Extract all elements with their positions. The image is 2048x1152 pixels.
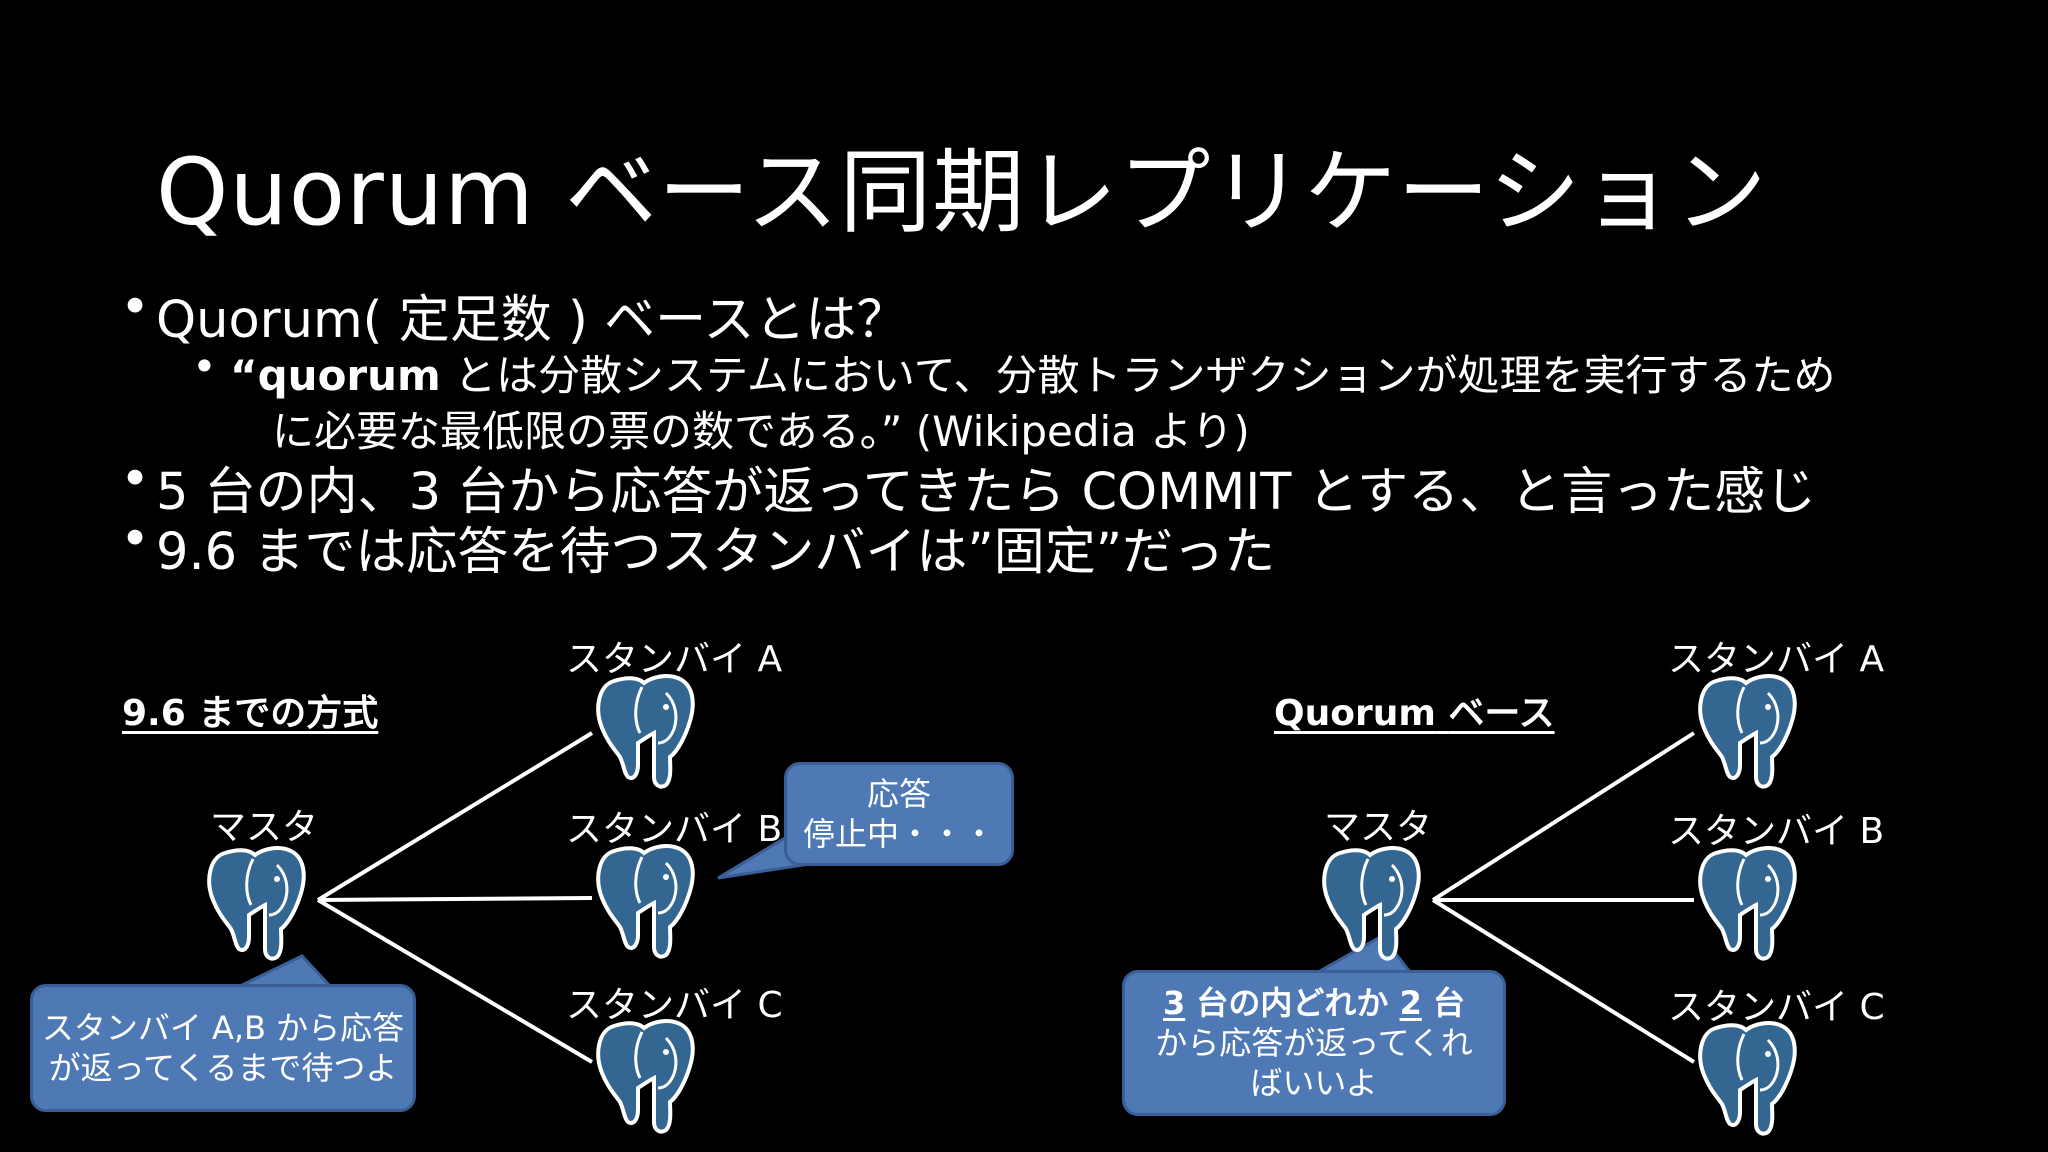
callout-line: から応答が返ってくれ [1155, 1024, 1473, 1062]
callout-response-stopped: 応答 停止中・・・ [784, 762, 1014, 866]
bullet-text: 5 台の内、3 台から応答が返ってきたら COMMIT とする、と言った感じ [156, 463, 1817, 522]
callout-end: 台 [1421, 984, 1465, 1022]
postgresql-elephant-icon [1322, 846, 1421, 961]
standby-c-label: スタンバイ C [566, 985, 783, 1026]
postgresql-elephant-icon [596, 1019, 695, 1134]
standby-b-label: スタンバイ B [566, 809, 783, 850]
bullet-fixed-standby: • 9.6 までは応答を待つスタンバイは”固定”だった [120, 510, 1276, 584]
postgresql-elephant-icon [596, 844, 695, 959]
bullet-text: Quorum( 定足数 ) ベースとは？ [156, 291, 908, 350]
callout-line: ばいいよ [1250, 1064, 1378, 1102]
bullet-commit-example: • 5 台の内、3 台から応答が返ってきたら COMMIT とする、と言った感じ [120, 450, 1817, 524]
callout-line: 3 台の内どれか 2 台 [1125, 983, 1503, 1023]
sub-bullet-wikipedia-quote: • “quorum とは分散システムにおいて、分散トランザクションが処理を実行す… [192, 342, 1836, 403]
slide-title: Quorum ベース同期レプリケーション [156, 139, 1768, 246]
postgresql-elephant-icon [1698, 1021, 1797, 1136]
bullet-dot: • [120, 510, 151, 569]
quote-open: “ [230, 351, 258, 400]
callout-line: が返ってくるまで待つよ [48, 1049, 398, 1087]
left-diagram-heading: 9.6 までの方式 [122, 693, 379, 734]
quorum-standby-c-label: スタンバイ C [1668, 987, 1885, 1028]
postgresql-elephant-icon [1698, 674, 1797, 789]
postgresql-elephant-icon [207, 846, 306, 961]
callout-quorum-any-two: 3 台の内どれか 2 台 から応答が返ってくれ ばいいよ [1122, 970, 1506, 1116]
postgresql-elephant-icon [596, 674, 695, 789]
postgresql-elephant-icon [1698, 846, 1797, 961]
line-master-to-standby-a [316, 731, 594, 902]
callout-num: 3 [1163, 984, 1186, 1022]
bullet-quorum-definition: • Quorum( 定足数 ) ベースとは？ [120, 278, 908, 352]
callout-line: 停止中・・・ [802, 815, 995, 853]
callout-mid: 台の内どれか [1185, 984, 1400, 1022]
master-label: マスタ [210, 807, 319, 848]
bullet-dot: • [120, 278, 151, 337]
line-master-to-standby-c [316, 898, 594, 1064]
line-quorum-master-to-standby-c [1431, 898, 1696, 1064]
bullet-text: 9.6 までは応答を待つスタンバイは”固定”だった [156, 523, 1276, 582]
quorum-standby-a-label: スタンバイ A [1668, 639, 1885, 680]
standby-a-label: スタンバイ A [566, 639, 783, 680]
line-quorum-master-to-standby-a [1431, 731, 1696, 902]
line-master-to-standby-b [317, 896, 593, 902]
callout-num: 2 [1399, 984, 1422, 1022]
bullet-dot: • [120, 450, 151, 509]
heading-part: Quorum [1274, 693, 1436, 734]
quorum-standby-b-label: スタンバイ B [1668, 811, 1885, 852]
quote-text: とは分散システムにおいて、分散トランザクションが処理を実行するため [440, 351, 1836, 400]
quote-term: quorum [257, 351, 441, 400]
callout-line: スタンバイ A,B から応答 [41, 1009, 405, 1047]
quote-text-line2: に必要な最低限の票の数である。” (Wikipedia より) [272, 407, 1250, 456]
heading-part: ベース [1448, 693, 1555, 734]
right-diagram-heading: Quorum ベース [1274, 684, 1555, 736]
callout-wait-for-ab: スタンバイ A,B から応答 が返ってくるまで待つよ [30, 984, 416, 1112]
bullet-dot: • [192, 342, 217, 391]
quorum-master-label: マスタ [1324, 807, 1433, 848]
callout-line: 応答 [866, 775, 931, 813]
